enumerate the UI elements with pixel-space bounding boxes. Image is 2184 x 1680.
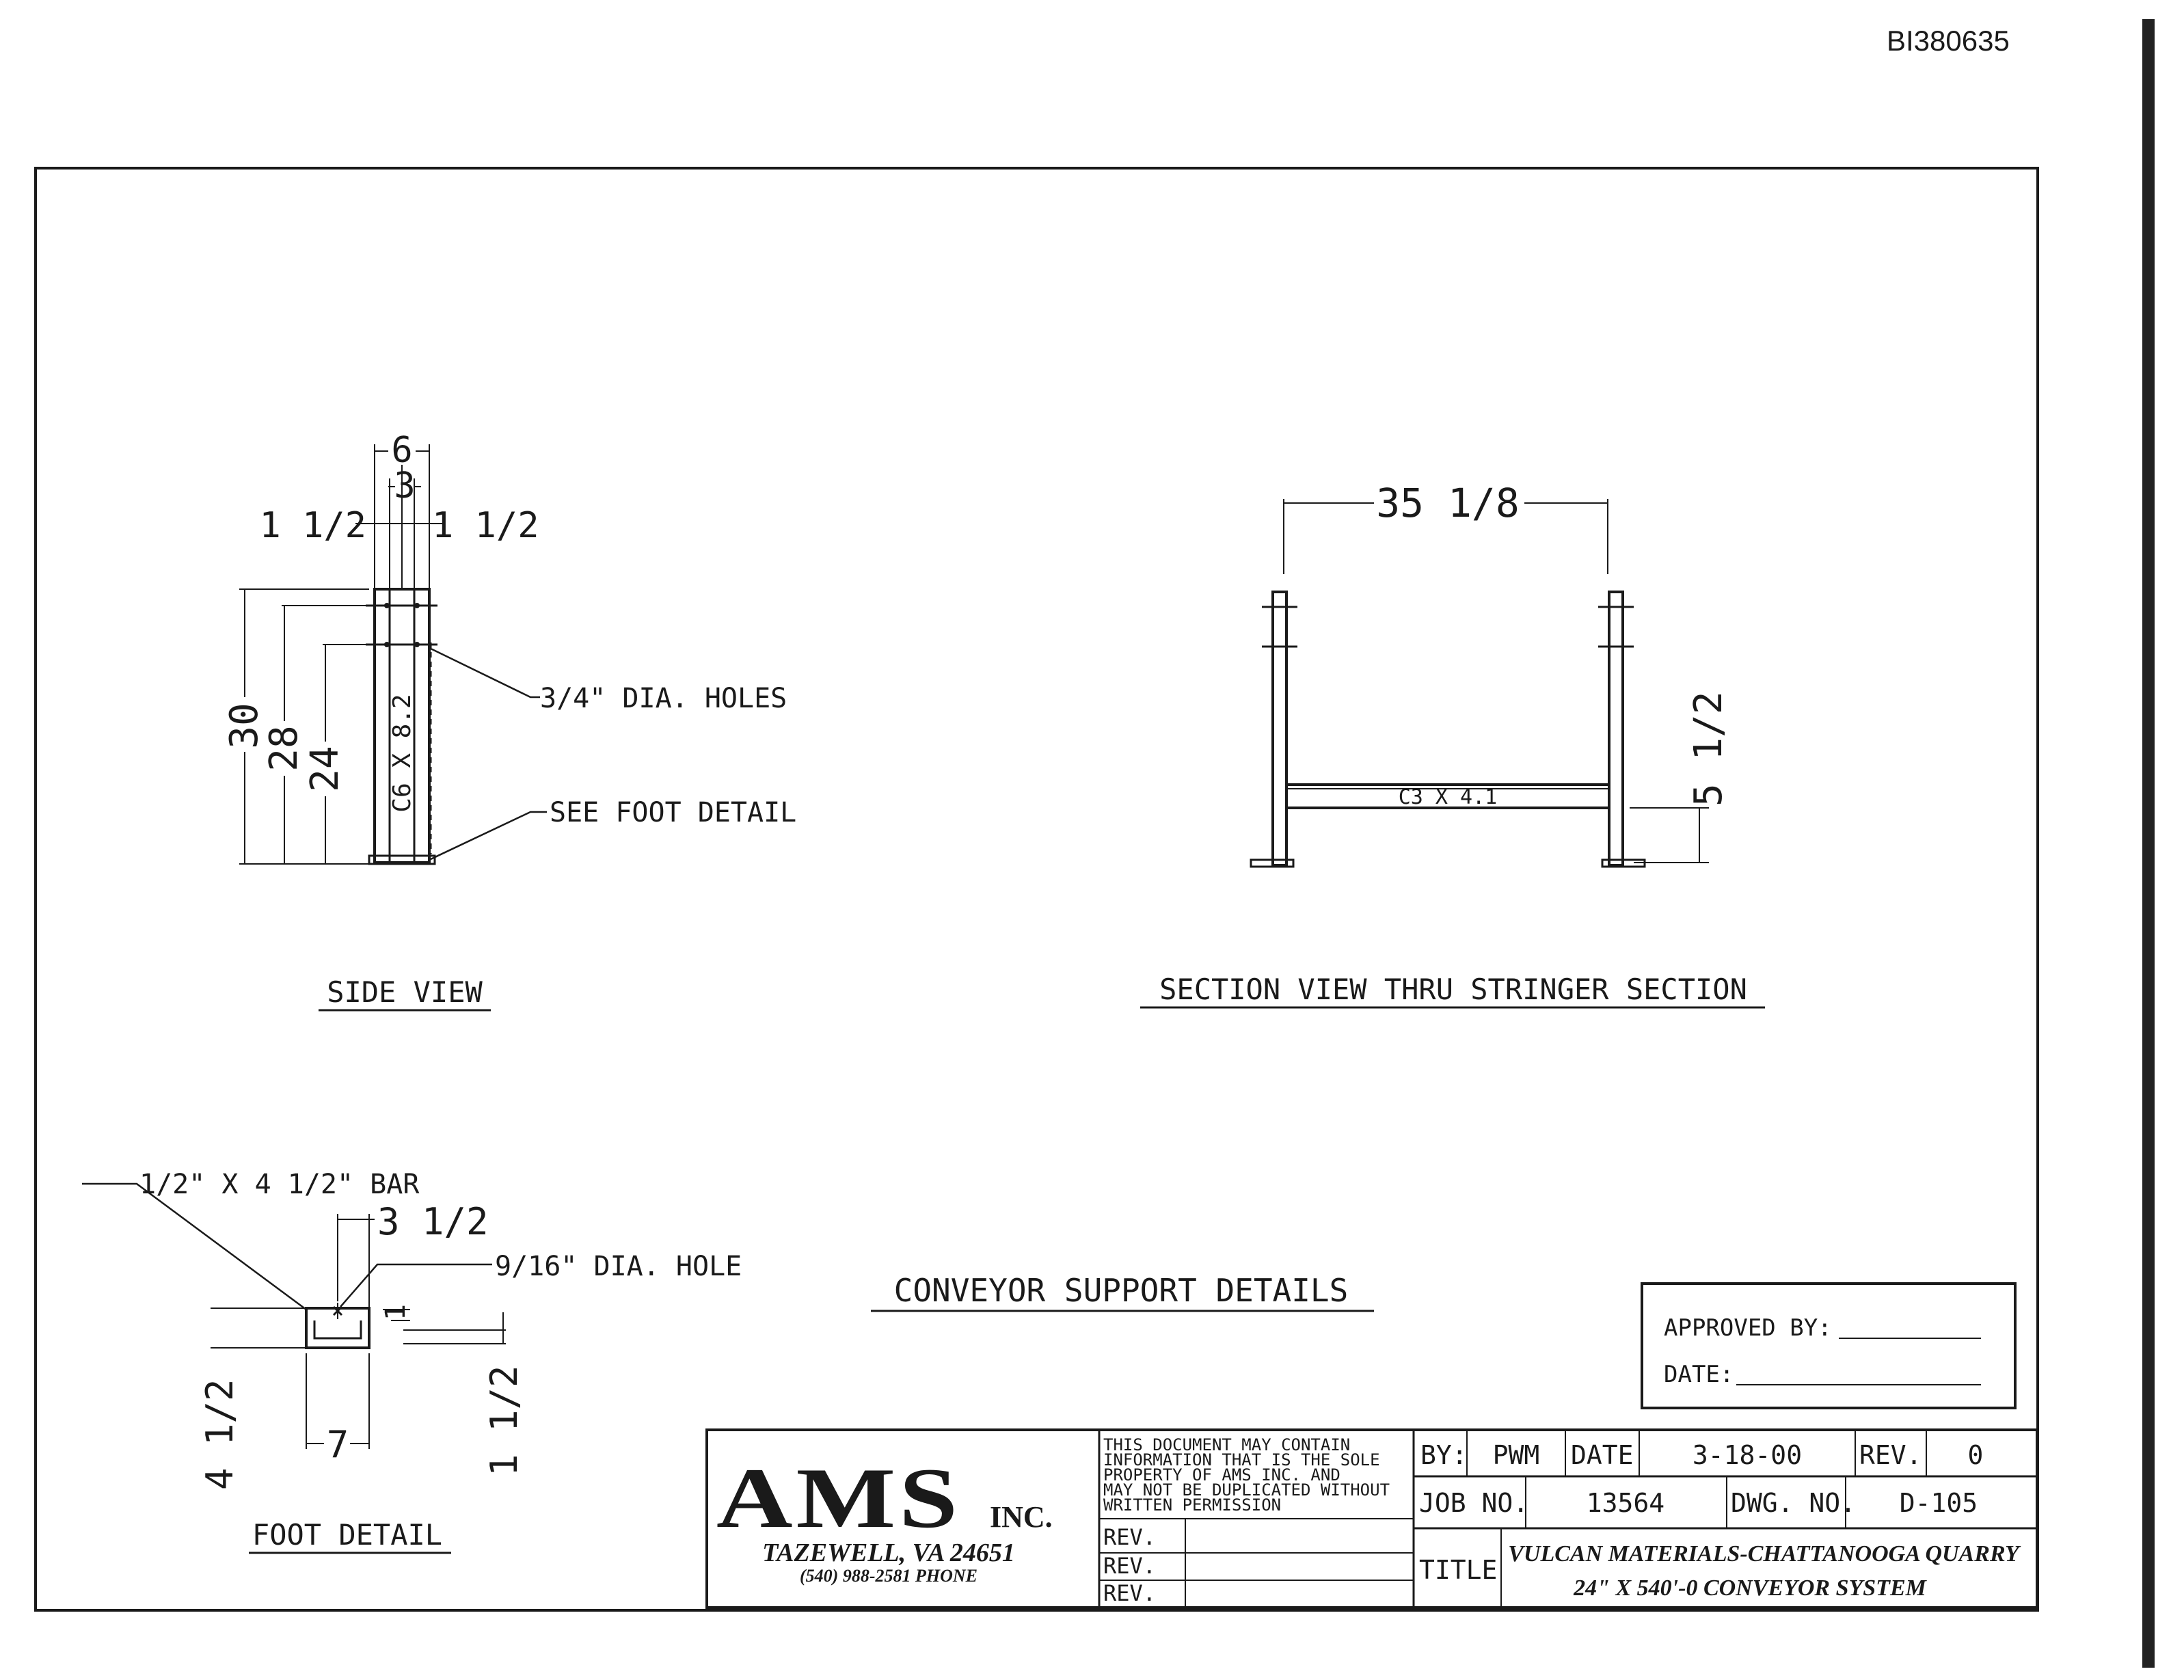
rev-label-2: REV. [1103,1553,1156,1579]
dim-overall-width: 6 [391,430,412,471]
title-block: AMS INC. TAZEWELL, VA 24651 (540) 988-25… [705,1428,2038,1609]
job-label: JOB NO. [1419,1488,1528,1518]
approval-date-label: DATE: [1664,1361,1734,1388]
company-suffix: INC. [990,1500,1053,1534]
date-value: 3-18-00 [1693,1440,1802,1470]
foot-dim-right: 1 1/2 [483,1365,526,1476]
section-width-dim: 35 1/8 [1376,480,1520,526]
by-value: PWM [1493,1440,1540,1470]
date-label: DATE [1571,1440,1634,1470]
dwg-label: DWG. NO. [1731,1488,1856,1518]
section-height-dim: 5 1/2 [1686,691,1731,807]
section-right-post [1608,591,1624,867]
rev-label: REV. [1859,1440,1922,1470]
side-view-title: SIDE VIEW [327,975,483,1009]
dim-left-edge: 1 1/2 [259,505,366,546]
section-left-post [1271,591,1288,867]
rev-label-1: REV. [1103,1524,1156,1550]
dim-height-30: 30 [222,703,267,748]
by-label: BY: [1420,1440,1468,1470]
dim-height-24: 24 [303,746,347,791]
company-logo: AMS [716,1451,961,1546]
approved-by-label: APPROVED BY: [1664,1314,1832,1342]
company-address: TAZEWELL, VA 24651 [762,1539,1015,1567]
section-member-label: C3 X 4.1 [1399,785,1498,809]
document-id: BI380635 [1887,25,2010,57]
notice-line-3: PROPERTY OF AMS INC. AND [1103,1465,1340,1485]
foot-dim-top: 3 1/2 [377,1200,489,1243]
section-view-title: SECTION VIEW THRU STRINGER SECTION [1159,973,1747,1006]
scan-edge-bar [2142,19,2155,1668]
notice-line-2: INFORMATION THAT IS THE SOLE [1103,1450,1380,1469]
notice-line-5: WRITTEN PERMISSION [1103,1495,1281,1515]
notice-line-1: THIS DOCUMENT MAY CONTAIN [1103,1435,1350,1454]
foot-dim-small: 1 [380,1304,412,1320]
rev-label-3: REV. [1103,1580,1156,1606]
section-cross-member [1285,783,1610,809]
dim-center-width: 3 [394,465,415,506]
title-label: TITLE [1419,1555,1497,1585]
side-view: 6 3 1 1/2 1 1/2 30 28 24 C6 X 8.2 3/4" D… [222,430,796,1012]
dim-right-edge: 1 1/2 [432,505,539,546]
title-line-2: 24" X 540'-0 CONVEYOR SYSTEM [1573,1575,1927,1601]
approval-box: APPROVED BY: DATE: [1641,1282,2017,1409]
foot-bar-note: 1/2" X 4 1/2" BAR [139,1169,420,1200]
foot-detail: 1/2" X 4 1/2" BAR 3 1/2 9/16" DIA. HOLE … [82,1169,742,1554]
foot-hole-note: 9/16" DIA. HOLE [495,1251,742,1282]
title-line-1: VULCAN MATERIALS-CHATTANOOGA QUARRY [1508,1541,2021,1567]
foot-detail-note: SEE FOOT DETAIL [550,797,796,828]
side-member-label: C6 X 8.2 [388,694,416,812]
drawing-border [34,167,2039,1612]
section-view: C3 X 4.1 35 1/8 5 1/2 SECTION VIEW THRU … [1140,480,1765,1009]
side-base-plate [368,854,436,865]
company-phone: (540) 988-2581 PHONE [800,1566,978,1586]
foot-dim-left: 4 1/2 [198,1379,241,1490]
rev-value: 0 [1968,1440,1984,1470]
dim-height-28: 28 [262,725,306,771]
main-title: CONVEYOR SUPPORT DETAILS [894,1272,1349,1309]
notice-line-4: MAY NOT BE DUPLICATED WITHOUT [1103,1480,1390,1500]
holes-note: 3/4" DIA. HOLES [540,683,787,714]
dwg-value: D-105 [1900,1488,1978,1518]
foot-detail-title: FOOT DETAIL [252,1518,442,1552]
job-value: 13564 [1587,1488,1664,1518]
foot-dim-bottom: 7 [327,1423,349,1466]
